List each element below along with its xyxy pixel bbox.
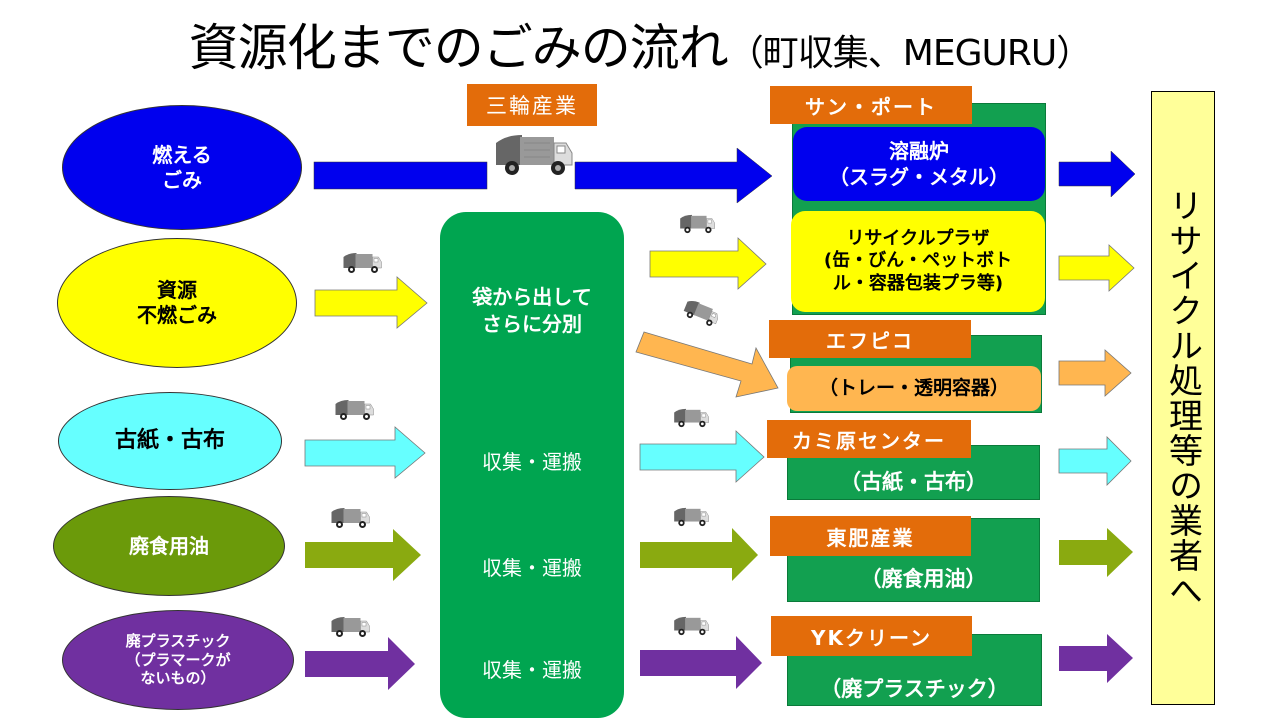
burnable-arrow-right-segment [574, 147, 773, 204]
garbage-truck-icon [673, 507, 709, 527]
arrow-center-to-tohi [640, 528, 758, 581]
source-burnable: 燃える ごみ [62, 105, 302, 230]
recycle-plaza-text: リサイクルプラザ (缶・びん・ペットボト ル・容器包装プラ等) [823, 227, 1013, 294]
melting-furnace-box: 溶融炉 （スラグ・メタル） [793, 127, 1045, 201]
page-title: 資源化までのごみの流れ（町収集、MEGURU） [0, 8, 1280, 80]
garbage-truck-icon [343, 252, 382, 274]
source-waste-oil: 廃食用油 [53, 496, 285, 596]
source-paper-cloth: 古紙・古布 [58, 392, 282, 490]
arrow-oil-to-center [305, 529, 421, 581]
source-burnable-label: 燃える ごみ [152, 142, 212, 192]
arrow-plaza-to-recycler [1058, 244, 1135, 292]
source-waste-plastic: 廃プラスチック （プラマークが ないもの） [62, 610, 294, 710]
garbage-truck-icon [331, 507, 370, 529]
fpco-label: エフピコ [769, 320, 971, 358]
source-plastic-label: 廃プラスチック （プラマークが ないもの） [125, 631, 231, 688]
arrow-center-to-fpco [635, 331, 779, 398]
yk-content: （廃プラスチック） [820, 677, 1009, 701]
garbage-truck-icon [331, 616, 370, 638]
burnable-arrow-left-segment [313, 161, 488, 190]
yk-label: YKクリーン [771, 616, 972, 656]
garbage-truck-icon [496, 135, 573, 175]
arrow-center-to-kamihara [639, 430, 765, 483]
sanport-label-text: サン・ポート [805, 94, 937, 119]
tohi-label: 東肥産業 [770, 516, 971, 556]
recycler-destination-label: リサイクル処理等の業者へ [1162, 188, 1203, 608]
arrow-tohi-to-recycler [1059, 528, 1133, 577]
tohi-label-text: 東肥産業 [826, 525, 915, 550]
collector-label: 三輪産業 [467, 84, 597, 126]
transport-label-3: 収集・運搬 [482, 658, 582, 682]
kamihara-label: カミ原センター [767, 420, 971, 458]
yk-label-text: YKクリーン [811, 625, 932, 650]
arrow-yk-to-recycler [1059, 634, 1133, 683]
source-resource-nonburnable: 資源 不燃ごみ [57, 238, 297, 368]
recycle-plaza-box: リサイクルプラザ (缶・びん・ペットボト ル・容器包装プラ等) [791, 211, 1045, 312]
garbage-truck-icon [673, 616, 709, 636]
kamihara-content: （古紙・古布） [840, 470, 987, 494]
collector-label-text: 三輪産業 [486, 94, 578, 118]
garbage-truck-icon [673, 408, 709, 428]
arrow-paper-to-center [304, 426, 426, 479]
arrow-center-to-plaza [649, 237, 767, 290]
sorting-transport-column: 袋から出して さらに分別 収集・運搬 収集・運搬 収集・運搬 [440, 212, 624, 718]
title-main: 資源化までのごみの流れ [188, 19, 729, 77]
arrow-fpco-to-recycler [1058, 349, 1132, 397]
sorting-text: 袋から出して さらに分別 [472, 285, 592, 336]
recycler-destination-box: リサイクル処理等の業者へ [1151, 91, 1215, 705]
arrow-center-to-yk [640, 636, 762, 689]
arrow-melting-to-recycler [1058, 150, 1136, 198]
arrow-resource-to-center [314, 276, 428, 329]
source-paper-label: 古紙・古布 [114, 428, 225, 454]
tohi-content: （廃食用油） [860, 567, 987, 591]
arrow-kamihara-to-recycler [1058, 436, 1132, 486]
melting-furnace-text: 溶融炉 （スラグ・メタル） [829, 139, 1009, 189]
garbage-truck-icon [335, 399, 374, 421]
kamihara-label-text: カミ原センター [792, 428, 946, 453]
title-sub: （町収集、MEGURU） [727, 33, 1092, 74]
source-resource-label: 資源 不燃ごみ [137, 278, 217, 327]
fpco-label-text: エフピコ [826, 328, 914, 353]
sanport-label: サン・ポート [770, 86, 972, 124]
fpco-content-box: （トレー・透明容器） [787, 366, 1041, 411]
fpco-content-text: （トレー・透明容器） [818, 377, 1009, 400]
transport-label-2: 収集・運搬 [482, 556, 582, 580]
transport-label-1: 収集・運搬 [482, 450, 582, 474]
garbage-truck-icon [679, 214, 715, 234]
source-oil-label: 廃食用油 [129, 533, 209, 558]
arrow-plastic-to-center [305, 637, 415, 690]
